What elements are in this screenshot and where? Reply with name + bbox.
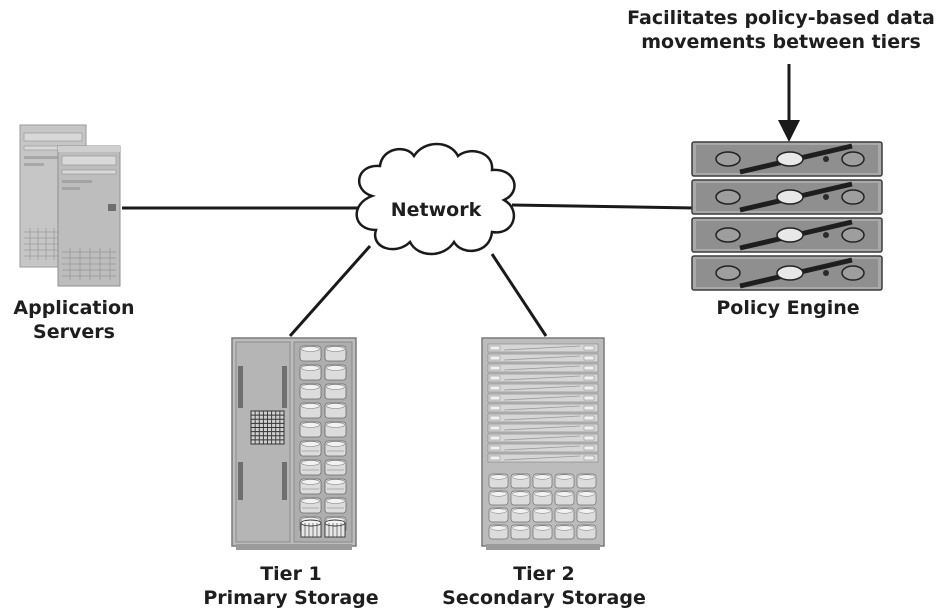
link-network-tier2 [490,253,548,337]
link-network-tier1 [288,245,372,337]
policy-engine-unit [691,217,883,253]
annotation-line-1: Facilitates policy-based data [627,7,935,29]
tier2-disk-array [488,473,597,540]
tier2-label: Tier 2 Secondary Storage [442,563,646,609]
link-network-policy-engine [511,203,695,210]
annotation-line-2: movements between tiers [641,31,921,53]
tier1-label: Tier 1 Primary Storage [203,563,379,609]
tier2-drive-slots [487,343,599,463]
connections [122,64,791,337]
network-label: Network [390,199,482,221]
policy-engine-unit [691,141,883,177]
network-cloud [355,142,516,256]
policy-engine-label: Policy Engine [716,297,860,319]
policy-engine-icon [691,141,883,291]
policy-engine-unit [691,179,883,215]
application-servers-icon [19,124,121,287]
policy-engine-unit [691,255,883,291]
annotation-arrowhead [778,120,800,142]
tier2-storage-icon [481,337,605,550]
annotation-label: Facilitates policy-based data movements … [624,6,938,54]
tier1-storage-icon [231,337,357,550]
tier1-vent-grid [250,410,285,445]
application-servers-label: Application Servers [13,297,135,343]
tier1-disk-drives [299,345,347,538]
